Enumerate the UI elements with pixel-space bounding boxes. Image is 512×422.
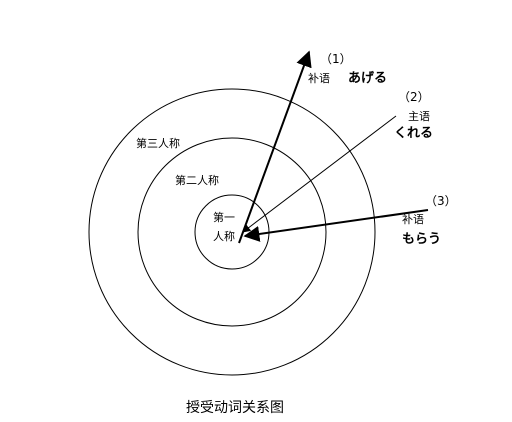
- arrow-1-role: 补语: [308, 72, 330, 85]
- arrow-ageru: [238, 50, 312, 244]
- arrow-3-verb: もらう: [402, 232, 441, 247]
- second-person-label: 第二人称: [175, 173, 219, 187]
- first-person-label-line1: 第一: [213, 210, 235, 224]
- arrow-1-number: （1）: [320, 52, 352, 66]
- arrow-1-verb: あげる: [348, 70, 387, 86]
- first-person-label-line2: 人称: [213, 229, 235, 243]
- arrow-morau: [243, 209, 429, 242]
- arrow-2-verb: くれる: [394, 126, 433, 141]
- arrow-3-role: 补语: [402, 213, 424, 226]
- diagram-caption: 授受动词关系图: [186, 400, 284, 416]
- second-person-ring: [137, 137, 327, 327]
- third-person-ring: [88, 88, 376, 376]
- arrow-kureru: [242, 115, 397, 233]
- third-person-label: 第三人称: [136, 136, 180, 150]
- arrow-3-number: （3）: [425, 194, 457, 208]
- arrow-2-number: （2）: [398, 90, 430, 104]
- arrow-2-role: 主语: [408, 110, 430, 123]
